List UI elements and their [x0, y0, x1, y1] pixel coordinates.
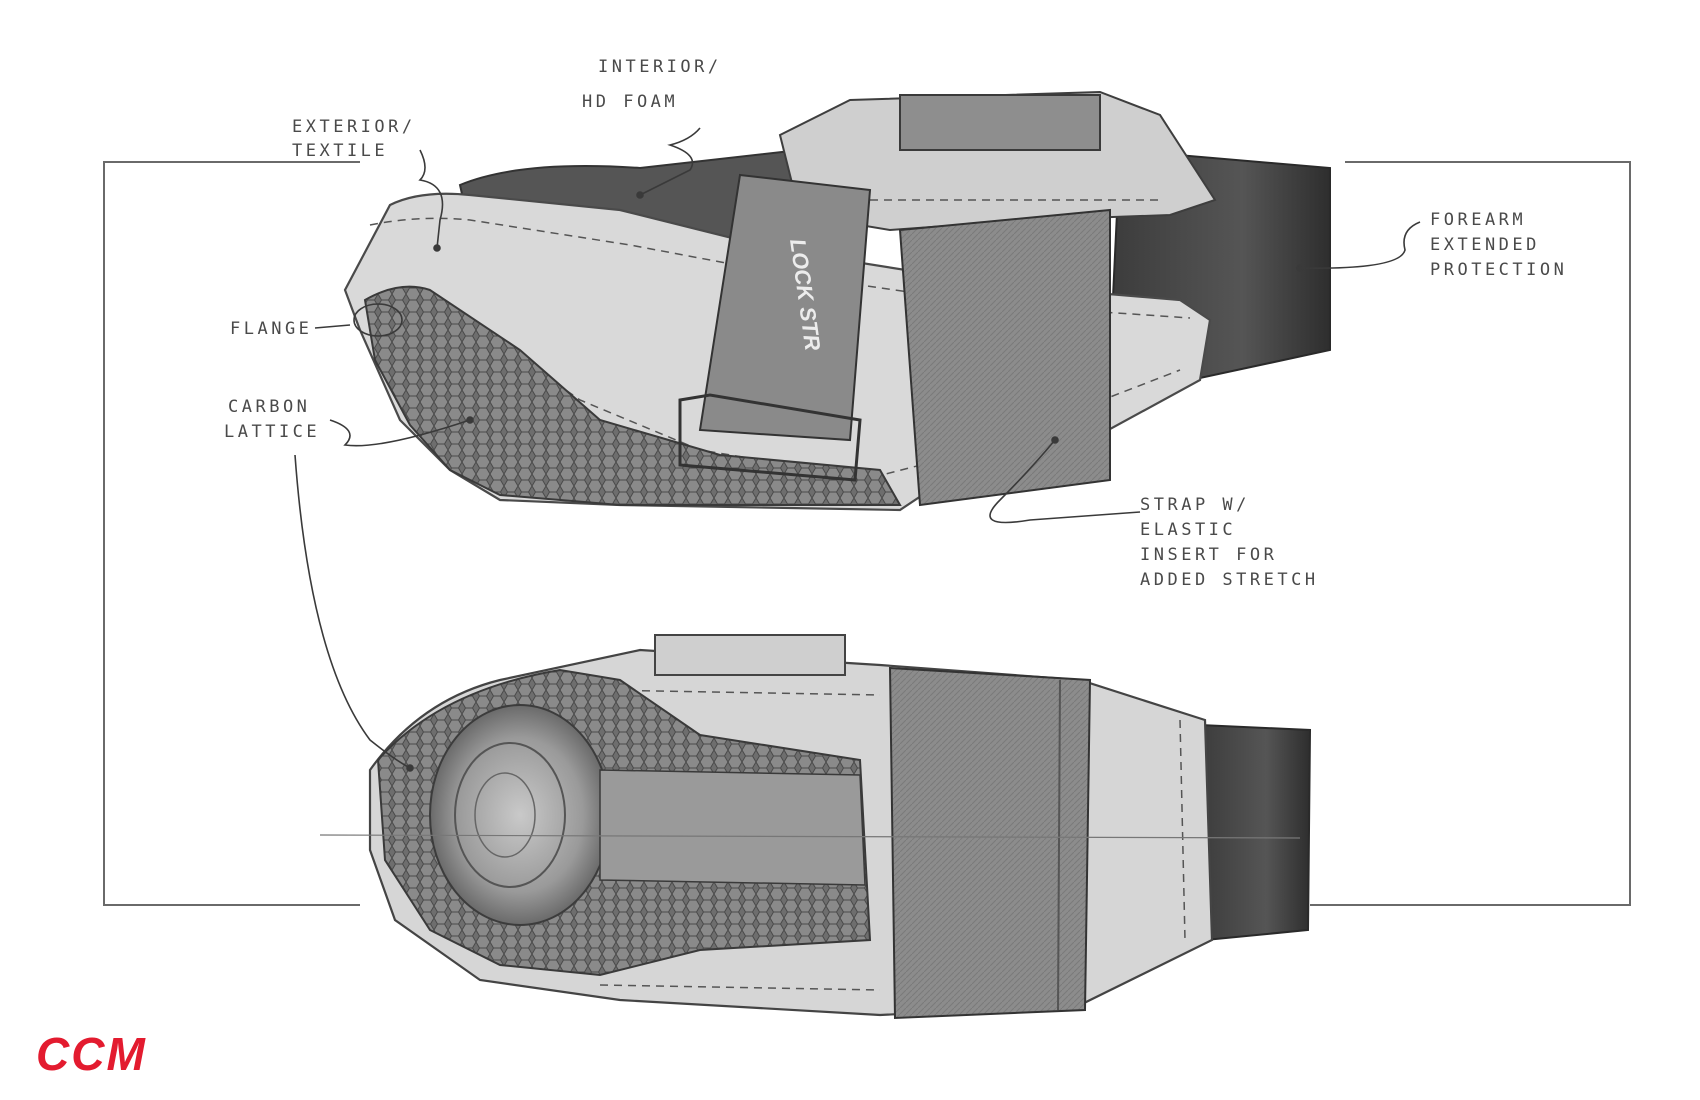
lock-strap-top	[698, 173, 872, 442]
ccm-logo: CCM	[36, 1028, 147, 1080]
annotation-interior: INTERIOR/ HD FOAM	[582, 57, 722, 112]
annotation-exterior: EXTERIOR/ TEXTILE	[292, 117, 416, 161]
annotation-text: PROTECTION	[1430, 260, 1567, 280]
annotation-text: ADDED STRETCH	[1140, 570, 1319, 590]
elastic-strap-bottom	[888, 666, 1092, 1020]
annotation-text: INTERIOR/	[598, 57, 722, 77]
upper-strap-window	[899, 94, 1101, 151]
annotation-text: ELASTIC	[1140, 520, 1236, 540]
annotation-text: LATTICE	[224, 422, 320, 442]
annotation-text: TEXTILE	[292, 141, 388, 161]
annotation-text: HD FOAM	[582, 92, 678, 112]
annotation-text: EXTENDED	[1430, 235, 1540, 255]
elastic-strap-top	[898, 208, 1111, 507]
annotation-text: CARBON	[228, 397, 310, 417]
annotation-strap: STRAP W/ ELASTIC INSERT FOR ADDED STRETC…	[1140, 495, 1319, 590]
annotation-text: FLANGE	[230, 319, 312, 339]
strap-buckle	[678, 393, 862, 482]
carbon-lattice-top	[363, 285, 902, 506]
frame-box	[103, 161, 1631, 906]
pad-top-view	[319, 634, 1312, 1020]
leader-lines	[294, 127, 1421, 772]
annotation-text: FOREARM	[1430, 210, 1526, 230]
annotation-text: INSERT FOR	[1140, 545, 1277, 565]
center-channel	[599, 769, 866, 886]
annotation-flange: FLANGE	[230, 319, 312, 339]
annotation-forearm: FOREARM EXTENDED PROTECTION	[1430, 210, 1567, 280]
annotation-carbon: CARBON LATTICE	[224, 397, 320, 442]
elbow-dome	[429, 704, 611, 926]
pad-side-view: LOCK STR	[343, 90, 1331, 512]
annotation-text: STRAP W/	[1140, 495, 1250, 515]
forearm-cuff-bottom	[1198, 723, 1312, 942]
top-tab	[654, 634, 846, 676]
annotation-text: EXTERIOR/	[292, 117, 416, 137]
